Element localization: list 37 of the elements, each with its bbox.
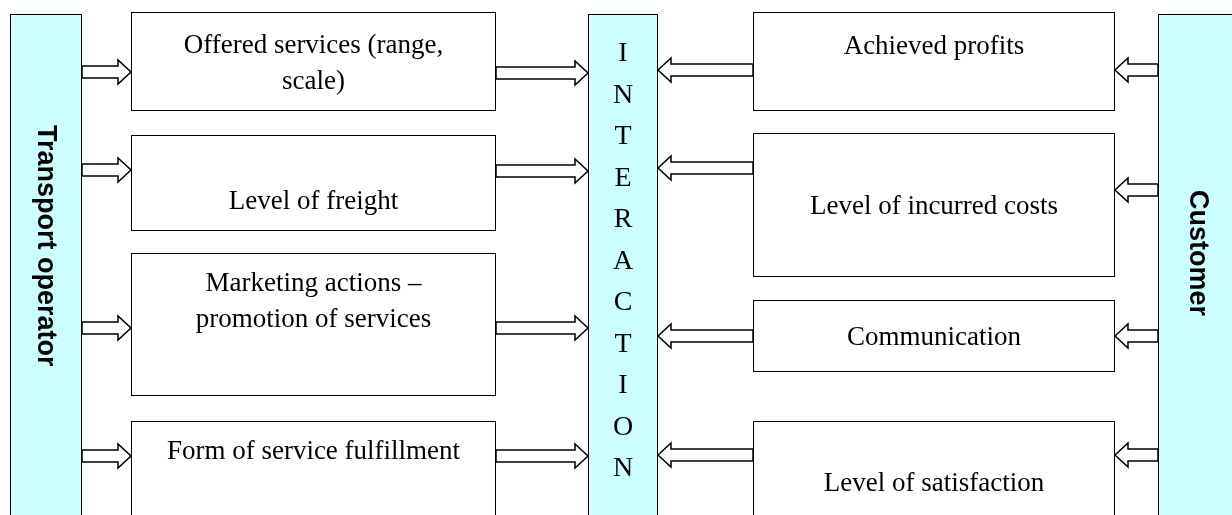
- actor-bar: [10, 14, 82, 515]
- block-arrow: [81, 442, 133, 470]
- factor-box: [753, 421, 1115, 515]
- block-arrow: [495, 442, 590, 470]
- actor-label: Customer: [1182, 190, 1214, 317]
- factor-box: [753, 300, 1115, 372]
- interaction-bar: [588, 14, 658, 515]
- block-arrow: [495, 314, 590, 342]
- block-arrow: [656, 322, 754, 350]
- block-arrow: [1113, 56, 1159, 84]
- factor-box: [131, 421, 496, 515]
- factor-label: Offered services (range, scale): [182, 27, 445, 97]
- block-arrow: [495, 59, 590, 87]
- block-arrow: [81, 156, 133, 184]
- factor-label: Level of incurred costs: [809, 189, 1059, 222]
- block-arrow: [1113, 441, 1159, 469]
- factor-box: [131, 135, 496, 231]
- factor-box: [131, 12, 496, 111]
- factor-box: [131, 253, 496, 396]
- actor-label: Transport operator: [30, 125, 62, 367]
- factor-box: [753, 12, 1115, 111]
- factor-label: Form of service fulfillment: [166, 434, 461, 467]
- factor-box: [753, 133, 1115, 277]
- factor-label: Level of freight: [228, 184, 399, 217]
- block-arrow: [81, 58, 133, 86]
- factor-label: Achieved profits: [843, 29, 1025, 62]
- block-arrow: [656, 56, 754, 84]
- block-arrow: [1113, 322, 1159, 350]
- block-arrow: [1113, 176, 1159, 204]
- block-arrow: [656, 154, 754, 182]
- factor-label: Communication: [847, 320, 1021, 353]
- block-arrow: [656, 441, 754, 469]
- actor-bar: [1158, 14, 1232, 515]
- block-arrow: [495, 157, 590, 185]
- factor-label: Level of satisfaction: [823, 466, 1045, 499]
- block-arrow: [81, 314, 133, 342]
- factor-label: Marketing actions – promotion of services: [194, 266, 433, 335]
